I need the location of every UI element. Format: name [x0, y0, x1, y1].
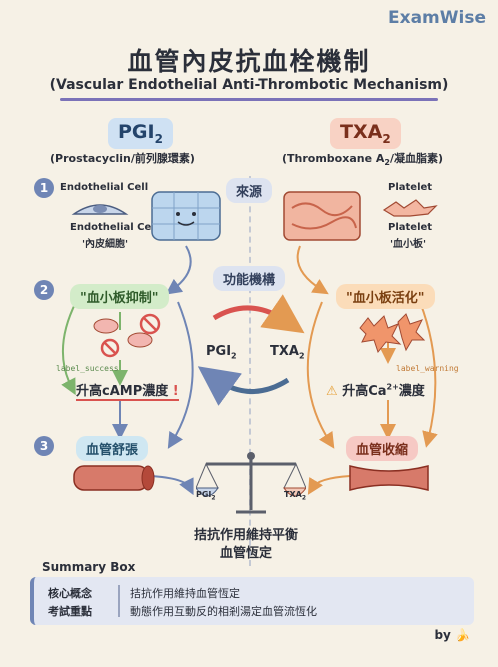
endothelial-cell-label-2: Endothelial Cell [70, 222, 159, 233]
summary-box: 核心概念 拮抗作用維持血管恆定 考試重點 動態作用互動反的相剎湯定血管流恆化 [30, 577, 474, 625]
platelet-icon [382, 199, 438, 217]
summary-value-1: 拮抗作用維持血管恆定 [130, 587, 240, 600]
summary-title: Summary Box [42, 560, 136, 574]
page-title: 血管內皮抗血栓機制 [127, 47, 371, 76]
platelet-label: Platelet [388, 182, 433, 193]
label-success: label_success [56, 364, 119, 373]
exclamation-icon: ! [168, 384, 179, 399]
platelet-zh: '血小板' [390, 239, 427, 250]
balance-txa2: TXA2 [284, 490, 307, 502]
vasoconstriction-label: 血管收縮 [346, 436, 419, 461]
smiling-vessel-icon [151, 191, 221, 241]
balance-pgi2: PGI2 [196, 490, 216, 502]
summary-key-1: 核心概念 [48, 587, 92, 600]
balance-scale-icon [196, 452, 306, 514]
txa2-header: TXA2 [330, 118, 401, 149]
vasodilation-label: 血管舒張 [76, 436, 149, 461]
damaged-vessel-icon [283, 191, 361, 241]
step-3-badge: 3 [34, 436, 54, 456]
step-2-badge: 2 [34, 280, 54, 300]
txa2-description: (Thromboxane A2/凝血脂素) [282, 152, 444, 168]
platelet-activation-label: "血小板活化" [336, 284, 435, 309]
summary-key-2: 考試重點 [48, 605, 92, 618]
pgi2-header: PGI2 [108, 118, 173, 149]
cycle-txa2-label: TXA2 [270, 344, 305, 361]
platelet-inhibition-label: "血小板抑制" [70, 284, 169, 309]
step-1-badge: 1 [34, 178, 54, 198]
endothelial-cell-zh: '內皮細胞' [82, 239, 129, 250]
pgi2-description: (Prostacyclin/前列腺環素) [50, 152, 195, 165]
dilated-vessel-icon [73, 465, 155, 491]
byline: by 🍌 [434, 628, 470, 642]
title-underline [60, 98, 438, 101]
label-warning: label_warning [396, 364, 459, 373]
center-divider [249, 176, 251, 566]
balance-caption-1: 拮抗作用維持平衡 [194, 528, 299, 543]
brand-logo: ExamWise [388, 8, 486, 28]
summary-value-2: 動態作用互動反的相剎湯定血管流恆化 [130, 605, 317, 618]
platelet-label-2: Platelet [388, 222, 433, 233]
summary-divider [118, 585, 120, 617]
cycle-pgi2-label: PGI2 [206, 344, 237, 361]
constricted-vessel-icon [349, 465, 429, 491]
source-label: 來源 [226, 178, 273, 203]
function-label: 功能機構 [213, 266, 286, 291]
endothelial-cell-icon [71, 204, 129, 215]
calcium-increase-text: ⚠ 升高Ca2+濃度 [326, 382, 425, 399]
inhibited-platelets-icon [93, 313, 161, 358]
page-subtitle: (Vascular Endothelial Anti-Thrombotic Me… [49, 77, 449, 93]
activated-platelets-icon [359, 313, 426, 354]
endothelial-cell-label: Endothelial Cell [60, 182, 149, 193]
camp-increase-text: 升高cAMP濃度 ! [76, 380, 179, 401]
warning-icon: ⚠ [326, 384, 338, 399]
balance-caption-2: 血管恆定 [220, 546, 273, 561]
